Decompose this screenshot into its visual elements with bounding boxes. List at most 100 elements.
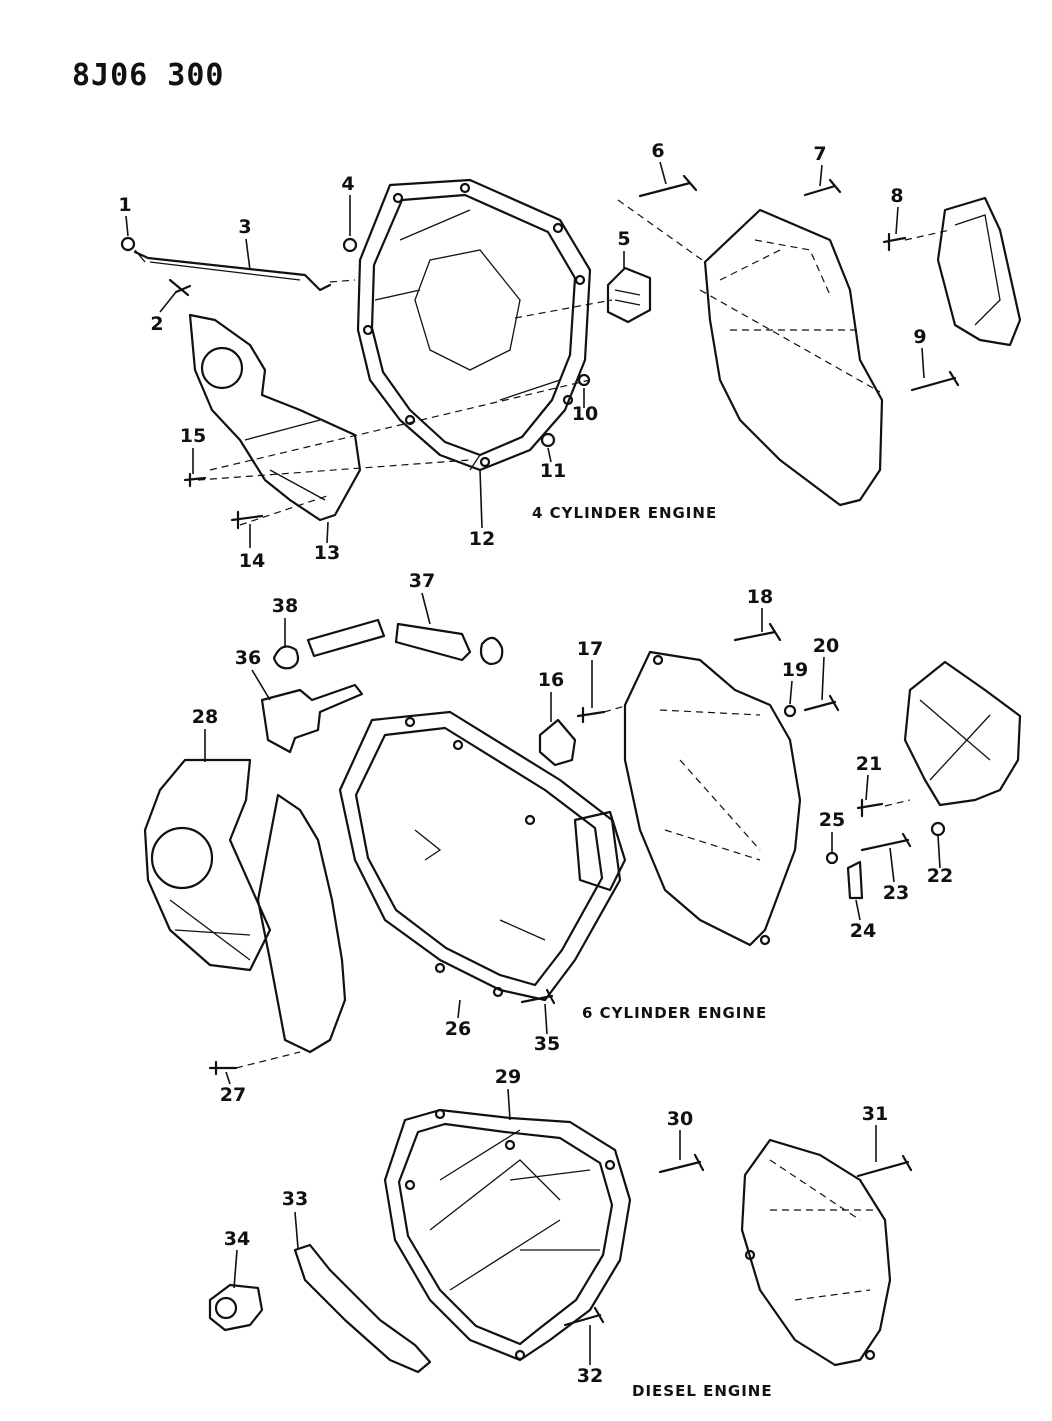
callout-11: 11 xyxy=(540,460,566,482)
part-20-bolt xyxy=(803,694,840,712)
section-label-4-cylinder: 4 CYLINDER ENGINE xyxy=(532,504,718,522)
part-adapter-plate-4cyl xyxy=(703,208,884,507)
leader-line-13 xyxy=(326,521,329,544)
leader-line-26 xyxy=(457,999,461,1019)
section-label-diesel: DIESEL ENGINE xyxy=(632,1382,773,1400)
leader-line-34 xyxy=(233,1249,238,1289)
callout-13: 13 xyxy=(314,542,340,564)
callout-6: 6 xyxy=(651,140,664,162)
part-5-bushing xyxy=(606,266,652,324)
part-38-clamp-left xyxy=(272,645,300,670)
callout-19: 19 xyxy=(782,659,808,681)
part-36-bracket xyxy=(260,683,364,754)
diagram-code: 8J06 300 xyxy=(72,58,225,93)
callout-15: 15 xyxy=(180,425,206,447)
leader-line-24 xyxy=(855,899,861,921)
callout-1: 1 xyxy=(118,194,131,216)
leader-line-7 xyxy=(819,164,823,187)
callout-14: 14 xyxy=(239,550,265,572)
leader-line-19 xyxy=(789,680,793,705)
part-2-bolt xyxy=(168,278,192,297)
part-15-bolt xyxy=(183,472,207,488)
part-31-bolt xyxy=(856,1154,913,1178)
part-38-clamp-right xyxy=(479,636,504,666)
part-23-stud xyxy=(860,832,912,852)
part-cover-plate-6cyl xyxy=(903,660,1022,807)
part-19-washer xyxy=(783,704,797,718)
part-12-bellhousing xyxy=(356,178,592,472)
part-18-bolt xyxy=(733,622,782,642)
callout-5: 5 xyxy=(617,228,630,250)
callout-18: 18 xyxy=(747,586,773,608)
part-7-bolt xyxy=(803,178,842,197)
part-10-nut xyxy=(577,373,591,387)
callout-22: 22 xyxy=(927,865,953,887)
callout-36: 36 xyxy=(235,647,261,669)
leader-line-22 xyxy=(937,835,941,869)
callout-37: 37 xyxy=(409,570,435,592)
part-32-bolt xyxy=(563,1306,605,1327)
part-11-nut xyxy=(540,432,556,448)
callout-34: 34 xyxy=(224,1228,250,1250)
leader-line-35 xyxy=(544,1003,548,1035)
callout-24: 24 xyxy=(850,920,876,942)
part-21-bolt xyxy=(856,798,884,818)
leader-line-2 xyxy=(159,291,177,313)
part-37-hose xyxy=(306,618,472,662)
leader-line-27 xyxy=(225,1071,231,1085)
part-24-bracket xyxy=(846,860,864,900)
callout-33: 33 xyxy=(282,1188,308,1210)
callout-16: 16 xyxy=(538,669,564,691)
leader-line-21 xyxy=(865,774,869,801)
part-1-nut xyxy=(120,236,136,252)
callout-21: 21 xyxy=(856,753,882,775)
callout-2: 2 xyxy=(150,313,163,335)
part-4-nut xyxy=(342,237,358,253)
part-29-bellhousing xyxy=(383,1108,632,1362)
leader-line-33 xyxy=(294,1211,299,1249)
leader-line-11 xyxy=(547,447,552,463)
part-8-bolt xyxy=(882,232,907,252)
callout-25: 25 xyxy=(819,809,845,831)
leader-line-37 xyxy=(421,592,431,625)
callout-12: 12 xyxy=(469,528,495,550)
leader-line-9 xyxy=(921,347,925,379)
leader-line-1 xyxy=(125,215,129,237)
callout-3: 3 xyxy=(238,216,251,238)
callout-28: 28 xyxy=(192,706,218,728)
part-28-plate xyxy=(143,758,347,1054)
callout-38: 38 xyxy=(272,595,298,617)
callout-7: 7 xyxy=(813,143,826,165)
part-14-bolt xyxy=(230,510,264,530)
leader-line-29 xyxy=(507,1088,511,1121)
leader-line-12 xyxy=(479,469,483,529)
callout-27: 27 xyxy=(220,1084,246,1106)
leader-line-3 xyxy=(245,238,251,271)
callout-26: 26 xyxy=(445,1018,471,1040)
part-22-nut xyxy=(930,821,946,837)
callout-20: 20 xyxy=(813,635,839,657)
leader-line-20 xyxy=(821,656,825,701)
callout-32: 32 xyxy=(577,1365,603,1387)
part-25-washer xyxy=(825,851,839,865)
part-33-strap xyxy=(293,1243,432,1374)
callout-9: 9 xyxy=(913,326,926,348)
callout-31: 31 xyxy=(862,1103,888,1125)
part-17-bolt xyxy=(576,706,606,724)
callout-29: 29 xyxy=(495,1066,521,1088)
part-16-bushing xyxy=(538,718,577,767)
part-34-bushing xyxy=(208,1283,264,1332)
part-adapter-plate-6cyl xyxy=(623,650,802,947)
part-9-bolt xyxy=(910,370,960,392)
part-3-rod xyxy=(133,250,332,292)
part-30-bolt xyxy=(658,1153,705,1174)
part-13-plate xyxy=(188,313,362,522)
leader-line-8 xyxy=(895,206,899,235)
callout-23: 23 xyxy=(883,882,909,904)
callout-10: 10 xyxy=(572,403,598,425)
part-26-bellhousing xyxy=(338,710,627,1002)
part-cover-plate-4cyl xyxy=(936,196,1022,347)
callout-8: 8 xyxy=(890,185,903,207)
